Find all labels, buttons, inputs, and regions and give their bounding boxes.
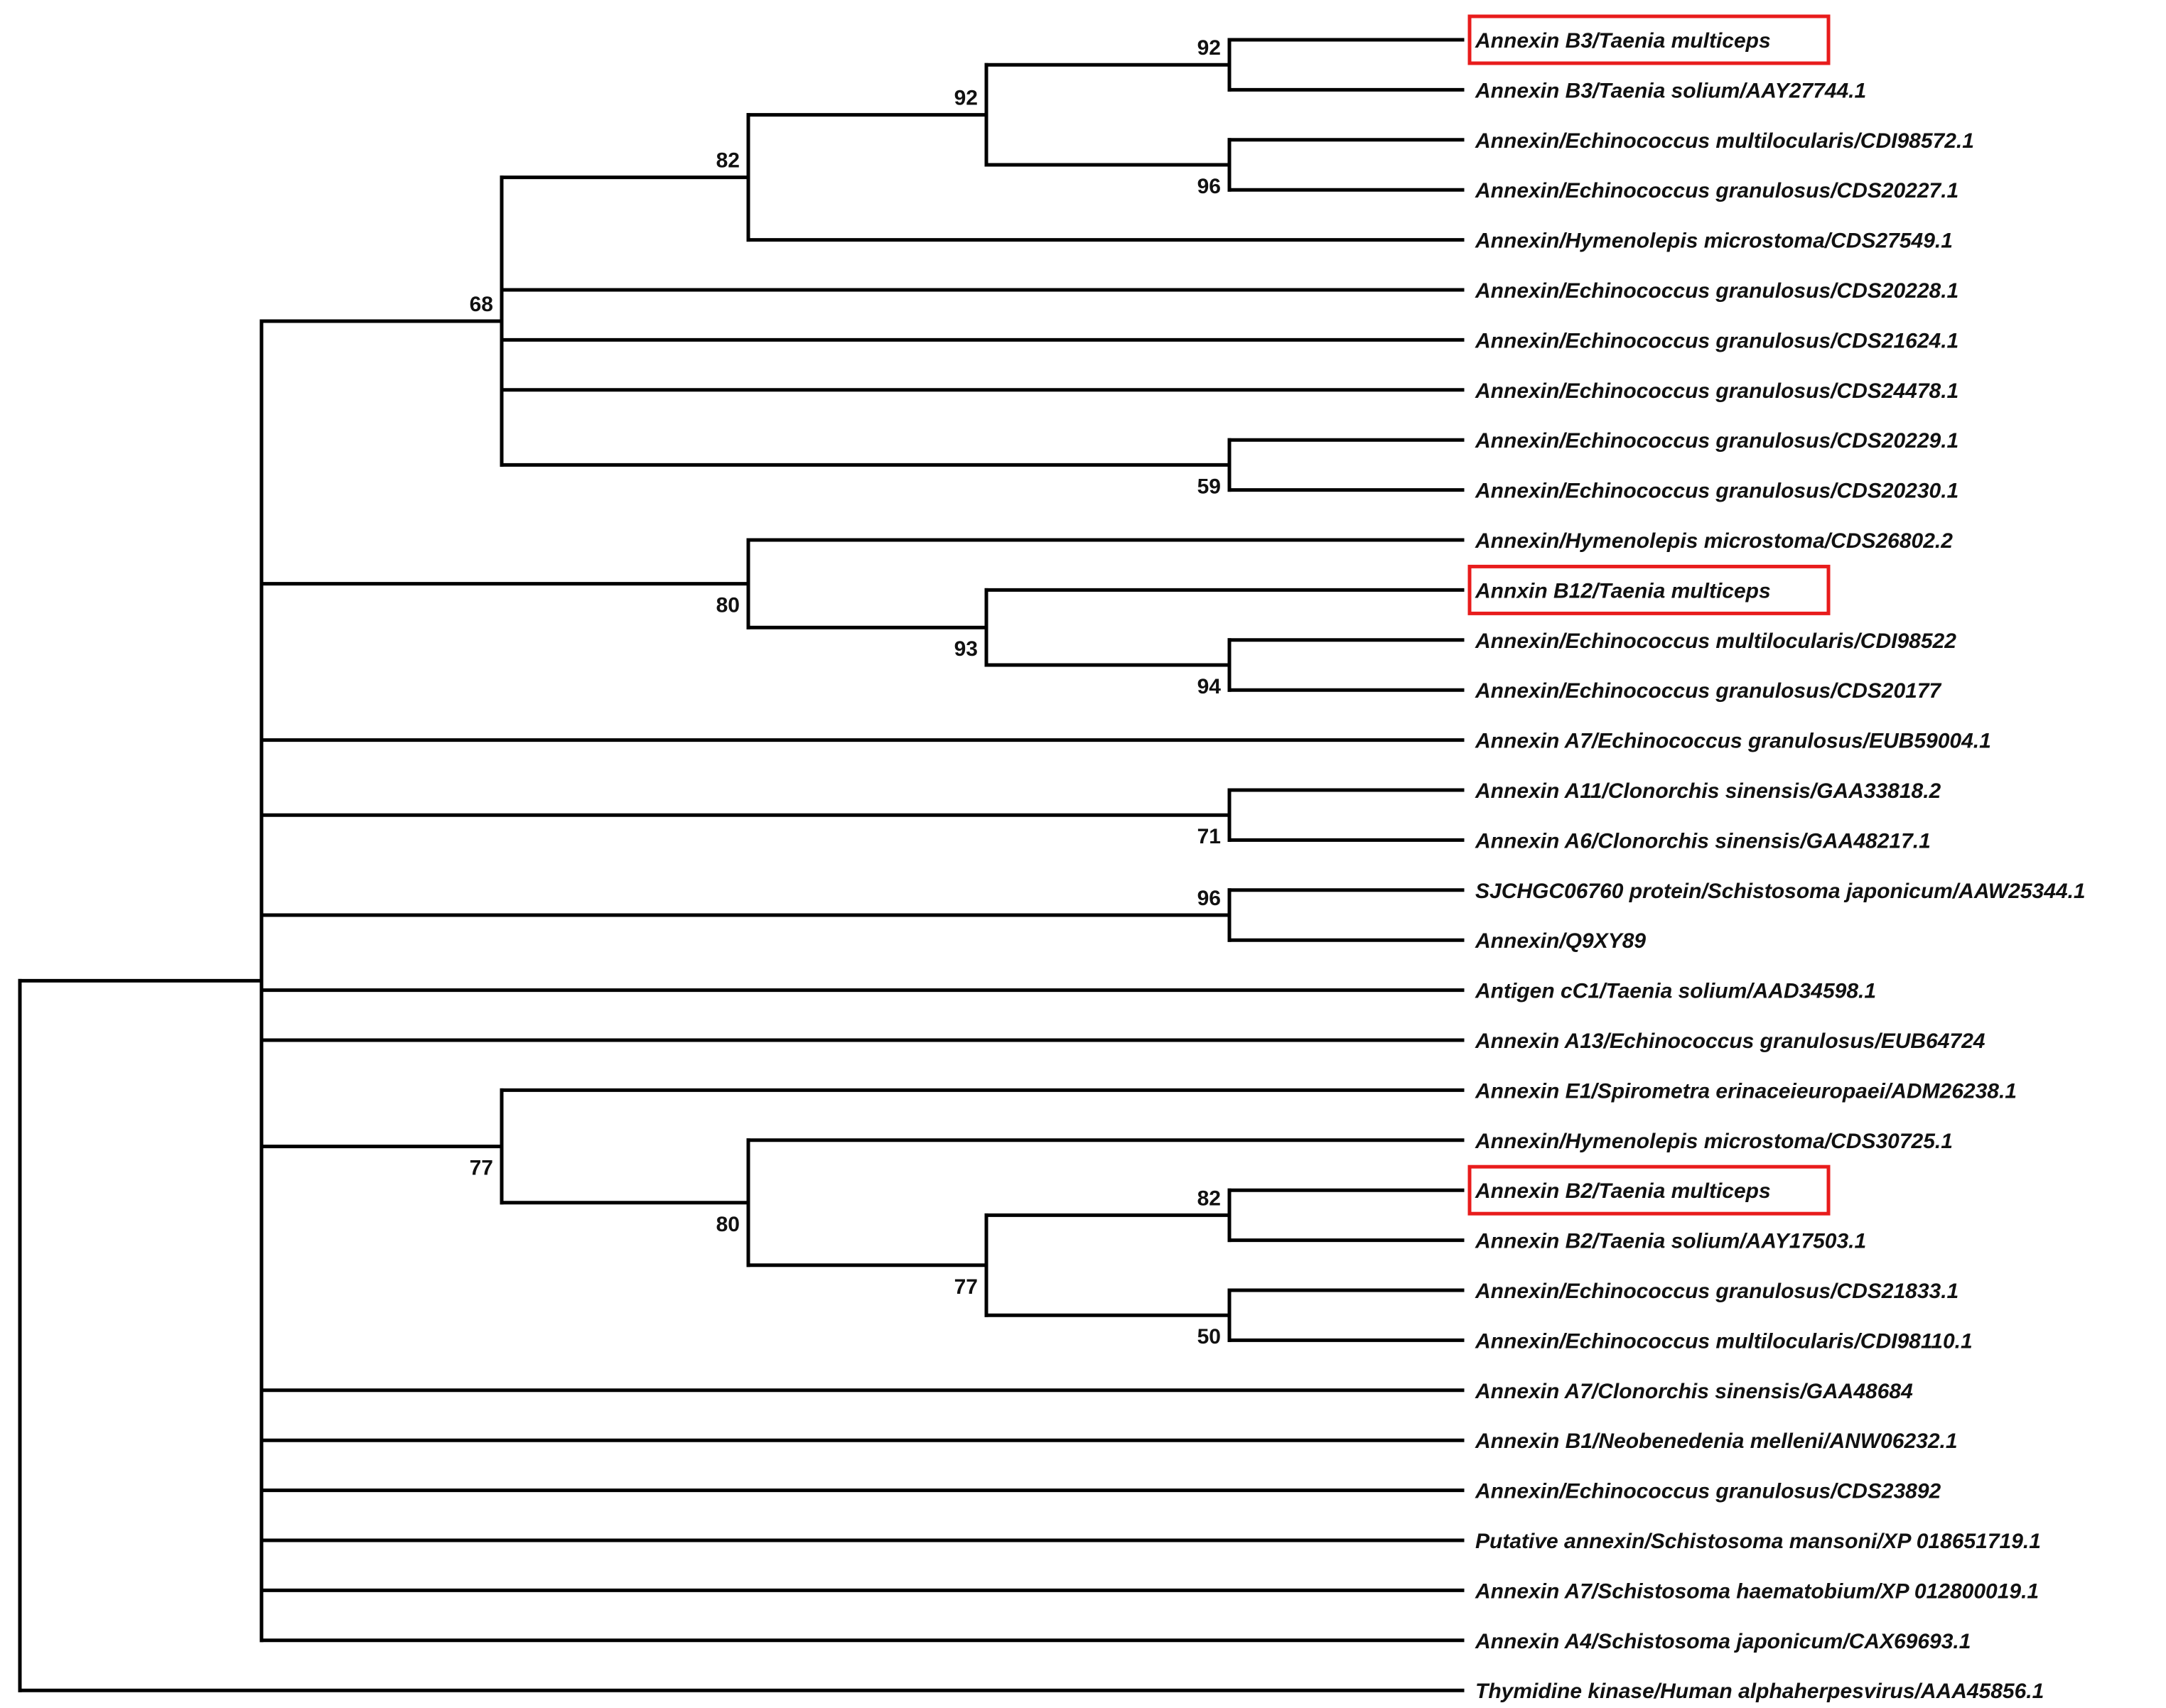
highlighted-taxon-label: Annexin B2/Taenia multiceps <box>1475 1179 1771 1203</box>
taxon-label: Annexin/Echinococcus granulosus/CDS24478… <box>1475 379 1958 403</box>
taxon-label: Annexin/Echinococcus granulosus/CDS20230… <box>1475 480 1958 503</box>
bootstrap-value: 92 <box>954 87 978 110</box>
bootstrap-value: 82 <box>1197 1187 1221 1210</box>
taxon-label: Annexin/Hymenolepis microstoma/CDS27549.… <box>1475 229 1953 253</box>
bootstrap-value: 77 <box>470 1157 493 1180</box>
taxon-label: Annexin/Hymenolepis microstoma/CDS30725.… <box>1475 1130 1953 1153</box>
taxon-label: Annexin/Echinococcus granulosus/CDS23892 <box>1475 1480 1941 1503</box>
bootstrap-value: 94 <box>1197 675 1222 698</box>
highlight-box <box>1467 1164 1831 1216</box>
taxon-label: Annexin A6/Clonorchis sinensis/GAA48217.… <box>1475 829 1931 853</box>
bootstrap-value: 96 <box>1197 175 1221 198</box>
taxon-label: Annexin/Echinococcus granulosus/CDS20227… <box>1475 179 1958 202</box>
taxon-label: Annexin/Echinococcus multilocularis/CDI9… <box>1475 129 1974 153</box>
bootstrap-value: 80 <box>716 1213 740 1236</box>
taxon-label: Annexin/Echinococcus granulosus/CDS20228… <box>1475 279 1958 303</box>
taxon-label: Putative annexin/Schistosoma mansoni/XP … <box>1475 1530 2041 1553</box>
taxon-label: Annexin A7/Schistosoma haematobium/XP 01… <box>1475 1579 2039 1603</box>
bootstrap-value: 50 <box>1197 1325 1221 1348</box>
taxon-label: Annexin/Echinococcus granulosus/CDS21833… <box>1475 1280 1958 1303</box>
taxon-label: Annexin B1/Neobenedenia melleni/ANW06232… <box>1475 1429 1958 1453</box>
taxon-label: Annexin/Echinococcus granulosus/CDS20229… <box>1475 429 1958 453</box>
taxon-label: Annexin E1/Spirometra erinaceieuropaei/A… <box>1475 1079 2017 1103</box>
highlighted-taxon-label: Annxin B12/Taenia multiceps <box>1475 579 1771 602</box>
bootstrap-value: 92 <box>1197 36 1221 60</box>
taxon-label: Annexin/Hymenolepis microstoma/CDS26802.… <box>1475 529 1953 553</box>
taxon-label: Annexin B3/Taenia solium/AAY27744.1 <box>1475 79 1866 102</box>
taxon-label: Annexin/Echinococcus granulosus/CDS20177 <box>1475 679 1942 703</box>
bootstrap-value: 80 <box>716 594 740 617</box>
taxon-label: Annexin/Echinococcus multilocularis/CDI9… <box>1475 1329 1973 1353</box>
bootstrap-value: 68 <box>470 293 493 316</box>
bootstrap-value: 82 <box>716 149 740 173</box>
taxon-label: Annexin B2/Taenia solium/AAY17503.1 <box>1475 1230 1866 1253</box>
taxon-label: Annexin A13/Echinococcus granulosus/EUB6… <box>1475 1029 1985 1053</box>
highlight-box <box>1467 564 1831 615</box>
taxon-label: Antigen cC1/Taenia solium/AAD34598.1 <box>1475 980 1876 1003</box>
bootstrap-value: 71 <box>1197 825 1221 848</box>
bootstrap-value: 59 <box>1197 475 1221 498</box>
taxon-label: Annexin A4/Schistosoma japonicum/CAX6969… <box>1475 1630 1971 1653</box>
taxon-label: Annexin/Echinococcus multilocularis/CDI9… <box>1475 629 1956 653</box>
taxon-label: Annexin A11/Clonorchis sinensis/GAA33818… <box>1475 779 1941 803</box>
highlight-box <box>1467 14 1831 65</box>
taxon-label: Annexin A7/Echinococcus granulosus/EUB59… <box>1475 730 1991 753</box>
bootstrap-value: 93 <box>954 637 978 661</box>
bootstrap-value: 77 <box>954 1275 978 1299</box>
highlighted-taxon-label: Annexin B3/Taenia multiceps <box>1475 29 1771 53</box>
taxon-label: Annexin/Echinococcus granulosus/CDS21624… <box>1475 329 1958 352</box>
taxon-label: Thymidine kinase/Human alphaherpesvirus/… <box>1475 1680 2044 1703</box>
taxon-label: SJCHGC06760 protein/Schistosoma japonicu… <box>1475 880 2086 903</box>
taxon-label: Annexin A7/Clonorchis sinensis/GAA48684 <box>1475 1380 1913 1403</box>
bootstrap-value: 96 <box>1197 887 1221 910</box>
taxon-label: Annexin/Q9XY89 <box>1475 929 1646 953</box>
